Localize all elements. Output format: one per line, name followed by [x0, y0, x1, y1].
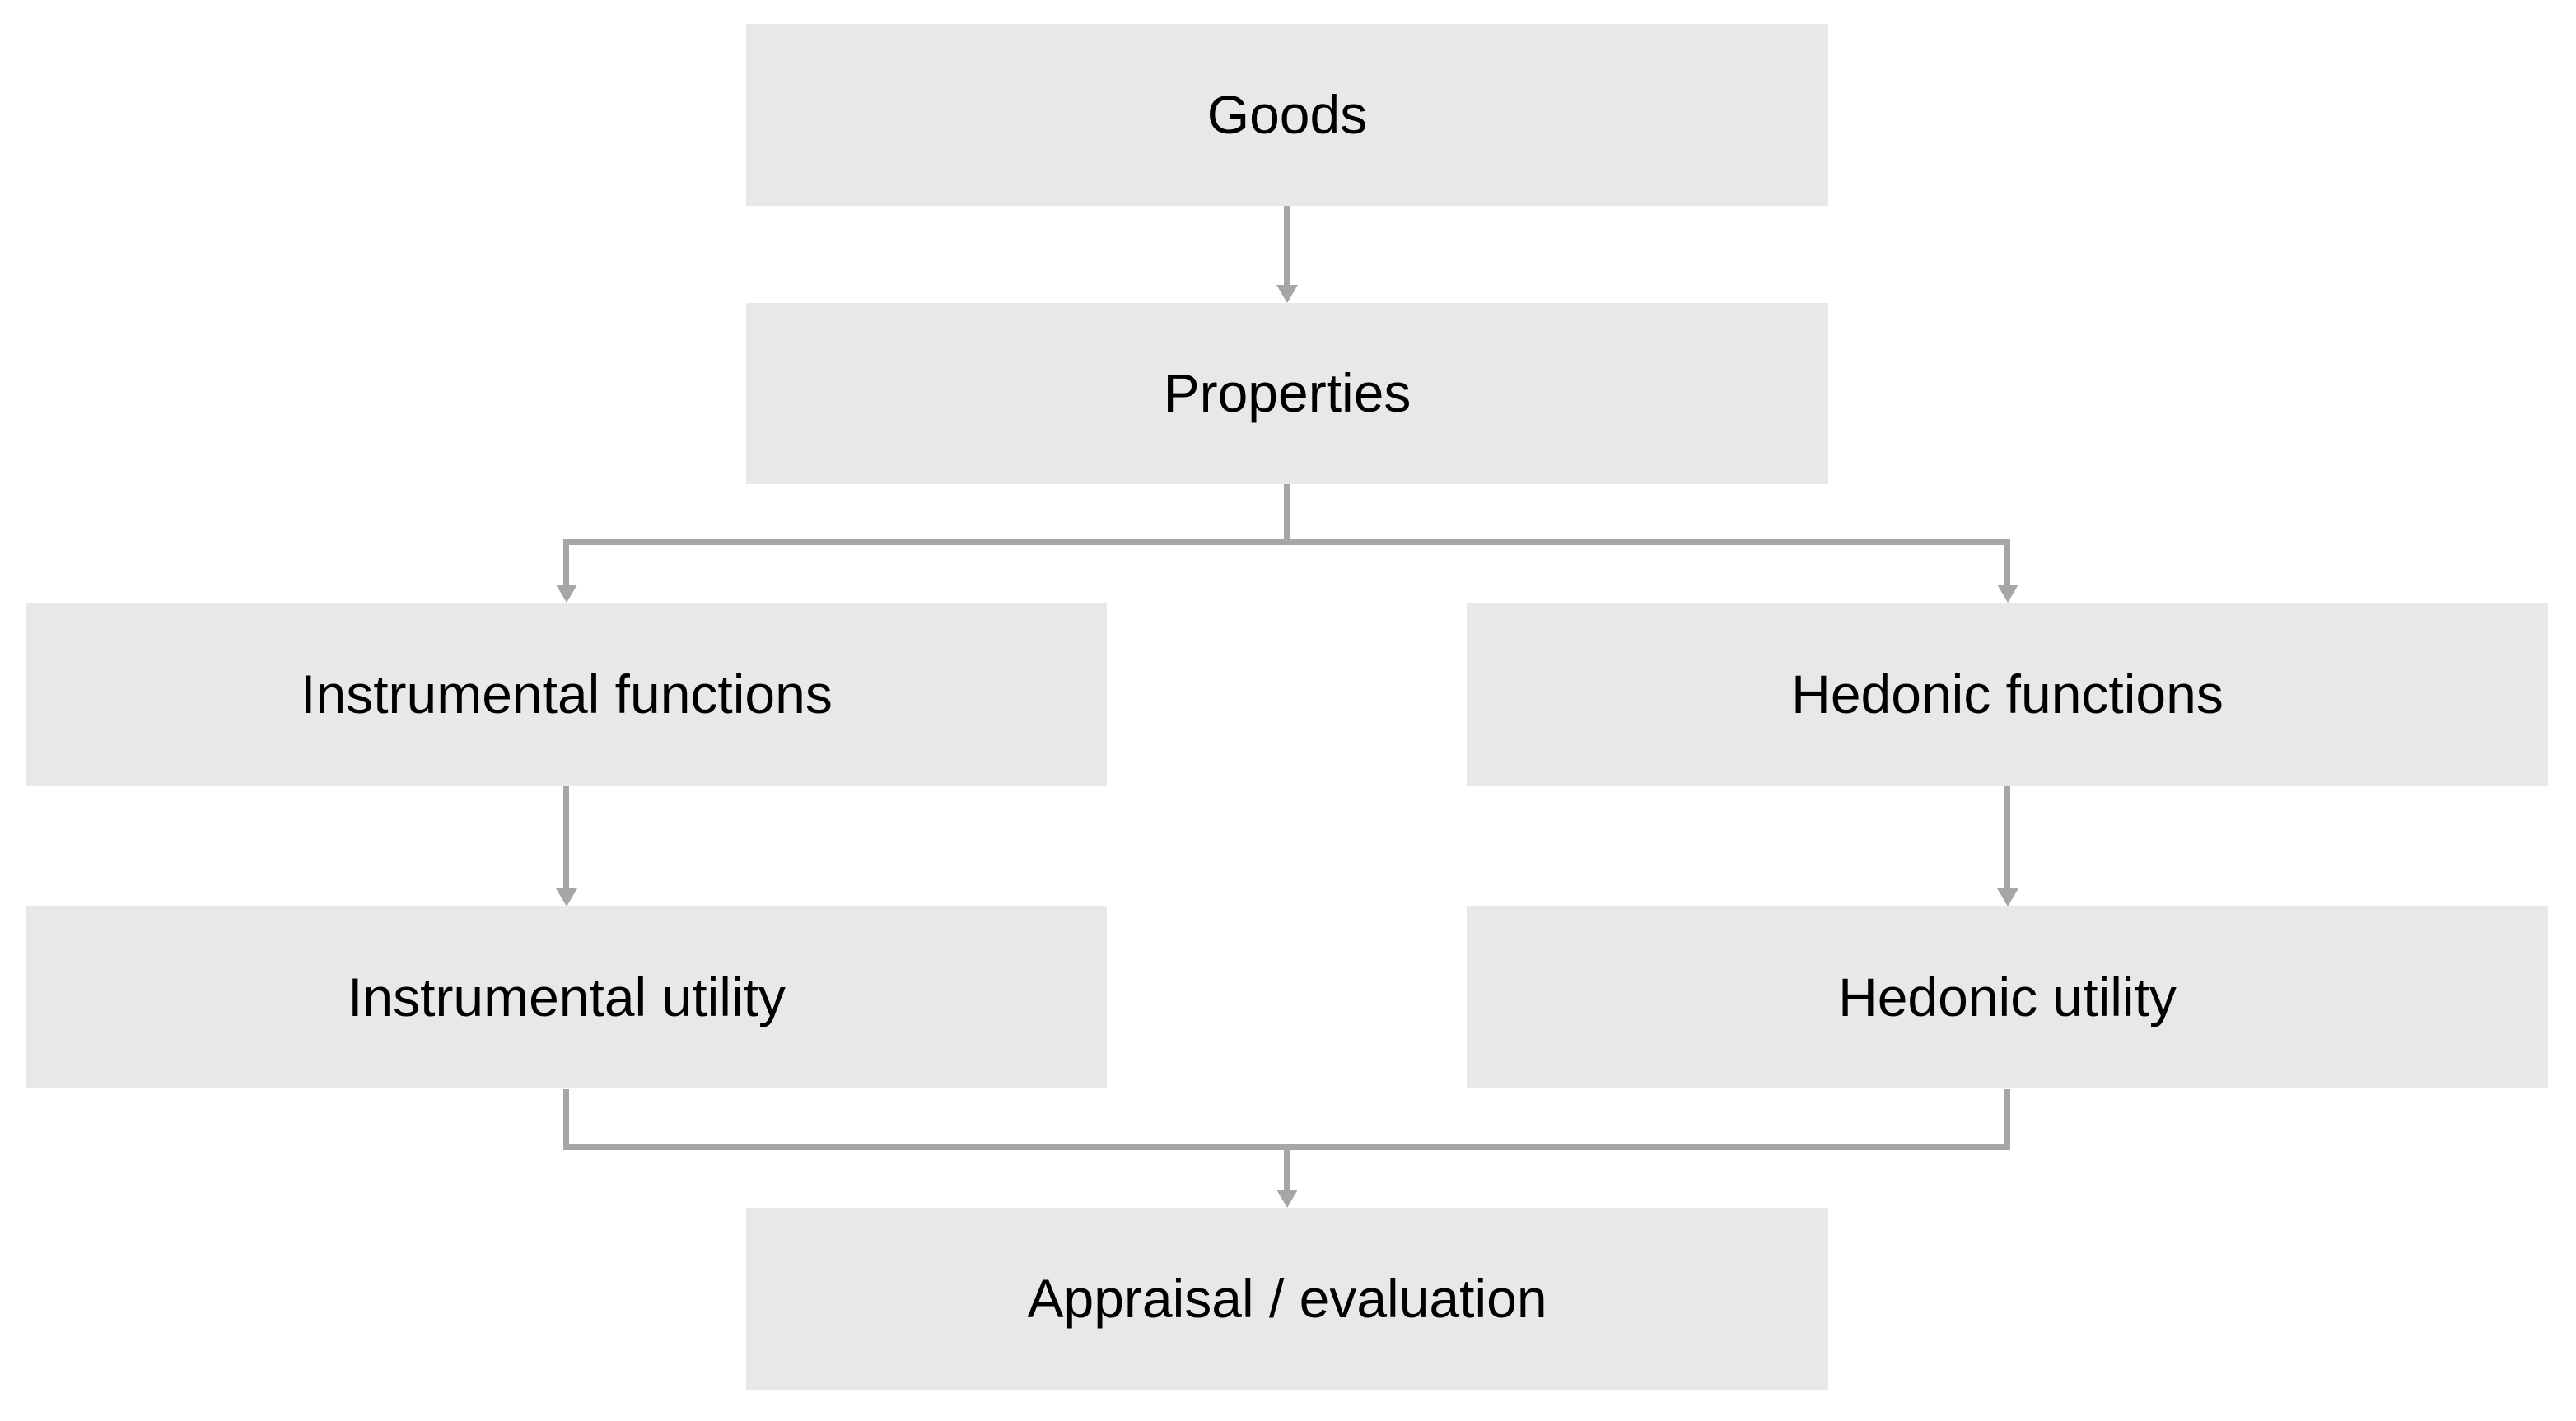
connector-hedonic-functions-utility [2004, 786, 2010, 888]
arrowhead-down-icon [1276, 285, 1298, 303]
connector-properties-split-stem [1284, 484, 1290, 545]
node-hedonic-functions: Hedonic functions [1467, 603, 2548, 786]
arrowhead-down-icon [556, 585, 577, 603]
node-hedonic-utility: Hedonic utility [1467, 906, 2548, 1088]
connector-goods-properties [1284, 206, 1290, 285]
connector-properties-instrumental-functions [563, 545, 569, 585]
connector-hedonic-utility-merge [2004, 1089, 2010, 1150]
node-goods: Goods [746, 24, 1828, 206]
connector-instrumental-utility-merge [563, 1089, 569, 1150]
node-appraisal-evaluation: Appraisal / evaluation [746, 1208, 1828, 1390]
arrowhead-down-icon [1276, 1190, 1298, 1208]
node-properties: Properties [746, 303, 1828, 484]
arrowhead-down-icon [556, 888, 577, 906]
connector-merge-appraisal [1284, 1150, 1290, 1190]
arrowhead-down-icon [1997, 888, 2018, 906]
node-instrumental-utility: Instrumental utility [26, 906, 1107, 1088]
node-instrumental-functions: Instrumental functions [26, 603, 1107, 786]
connector-properties-split-bar [563, 539, 2010, 545]
arrowhead-down-icon [1997, 585, 2018, 603]
connector-properties-hedonic-functions [2004, 545, 2010, 585]
connector-merge-bar [563, 1144, 2010, 1150]
connector-instrumental-functions-utility [563, 786, 569, 888]
